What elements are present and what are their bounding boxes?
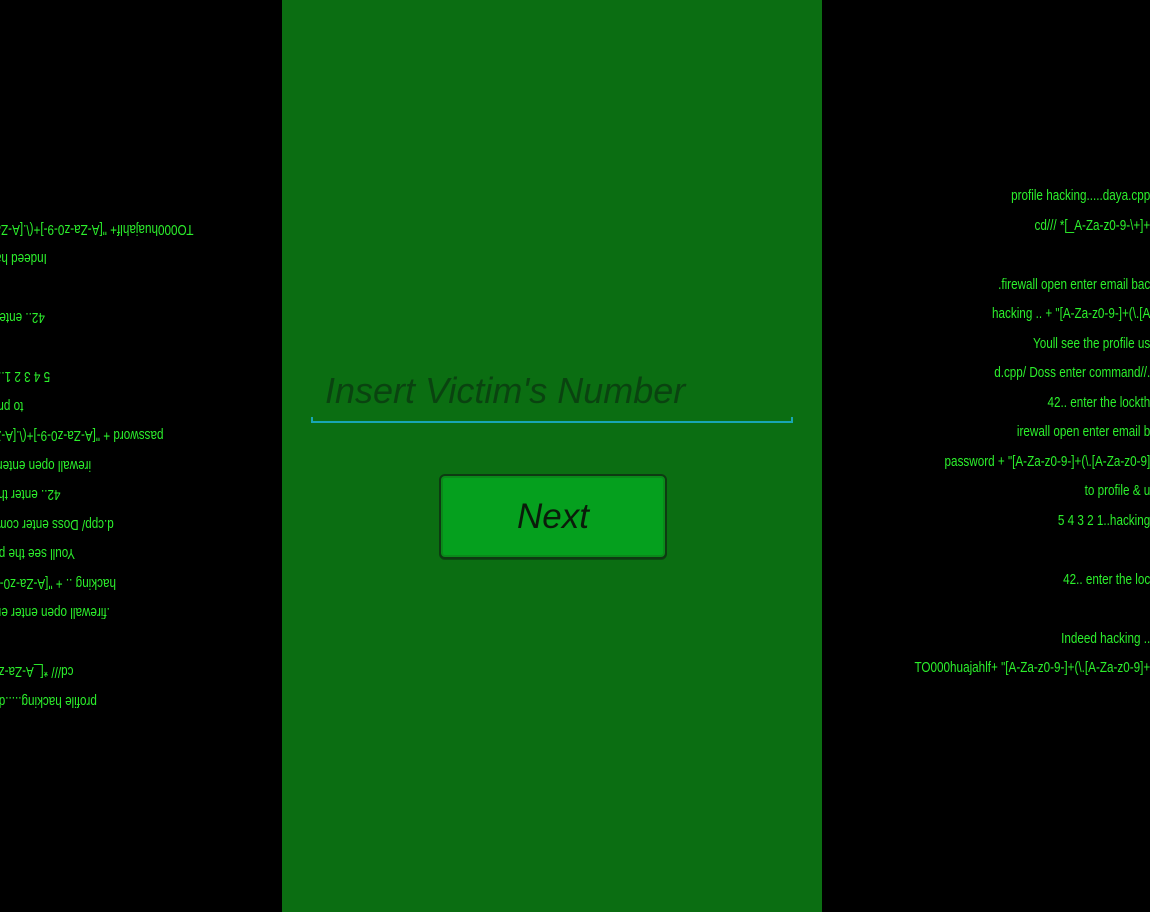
hacker-text-line: Youll see the profile us	[1032, 334, 1150, 352]
hacker-text-line: TO000huajahlf+ "[A-Za-z0-9-]+(\.[A-Za-z0…	[914, 659, 1150, 676]
center-panel: Next	[282, 0, 822, 912]
hacker-text-line: TO000huajahlf+ "[A-Za-z0-9-]+(\.[A-Za-z0…	[0, 221, 194, 238]
right-code-block: profile hacking.....daya.cpp cd/// *[_A-Z…	[914, 181, 1150, 683]
hacker-text-line: to profile & u	[1084, 482, 1150, 499]
hacker-text-line: profile hacking.....daya.cpp	[1010, 187, 1150, 204]
hacker-text-line: 5 4 3 2 1..hacking	[1057, 511, 1150, 529]
hacker-text-line: .firewall open enter email bac	[997, 275, 1150, 293]
hacker-text-line	[0, 274, 194, 304]
hacker-text-line	[914, 594, 1150, 624]
hacker-text-line: cd/// *[_A-Za-z0-9-\+]+	[1034, 216, 1150, 234]
hacker-text-line: hacking .. + "[A-Za-z0-9-]+(\.[A	[991, 305, 1150, 322]
next-button[interactable]: Next	[439, 474, 667, 559]
victim-number-field	[311, 362, 793, 424]
hacker-text-line: Indeed hacking ..	[1060, 629, 1150, 647]
hacker-text-line: d.cpp/ Doss enter command//.	[993, 364, 1150, 381]
hacker-text-line: irewall open enter email b	[1016, 423, 1150, 440]
hacker-text-line: to profile & u	[0, 398, 24, 415]
hacker-text-line	[914, 535, 1150, 565]
hacker-text-line: 42.. enter the lockth	[1047, 393, 1150, 411]
input-underline	[311, 417, 793, 423]
hacker-text-line: password + "[A-Za-z0-9-]+(\.[A-Za-z0-9]	[944, 452, 1150, 470]
hacker-text-line: cd/// *[_A-Za-z0-9-\+]+	[0, 663, 74, 681]
hacker-text-line: .firewall open enter email bac	[0, 604, 111, 622]
hacker-text-line: irewall open enter email b	[0, 457, 92, 474]
hacker-text-line: hacking .. + "[A-Za-z0-9-]+(\.[A	[0, 575, 117, 592]
right-hacker-text-panel: profile hacking.....daya.cpp cd/// *[_A-Z…	[822, 0, 1150, 912]
hacker-text-line	[914, 240, 1150, 270]
hacker-text-line: profile hacking.....daya.cpp	[0, 693, 98, 710]
hacker-text-line: 42.. enter the loc	[0, 309, 46, 327]
hacker-text-line: 42.. enter the lockth	[0, 486, 61, 504]
hacker-text-line	[0, 333, 194, 363]
hacker-text-line: 5 4 3 2 1..hacking	[0, 368, 51, 386]
hacker-text-line: 42.. enter the loc	[1062, 570, 1150, 588]
hacker-text-line: Indeed hacking ..	[0, 250, 48, 268]
left-code-block: profile hacking.....daya.cpp cd/// *[_A-Z…	[0, 215, 194, 717]
left-hacker-text-panel: profile hacking.....daya.cpp cd/// *[_A-Z…	[0, 0, 282, 912]
left-rotated-text: profile hacking.....daya.cpp cd/// *[_A-Z…	[0, 0, 298, 912]
hacker-text-line: Youll see the profile us	[0, 545, 76, 563]
victim-number-input[interactable]	[311, 362, 793, 420]
hacker-text-line: password + "[A-Za-z0-9-]+(\.[A-Za-z0-9]	[0, 427, 164, 445]
hacker-text-line: d.cpp/ Doss enter command//.	[0, 516, 115, 533]
hacker-text-line	[0, 628, 194, 658]
